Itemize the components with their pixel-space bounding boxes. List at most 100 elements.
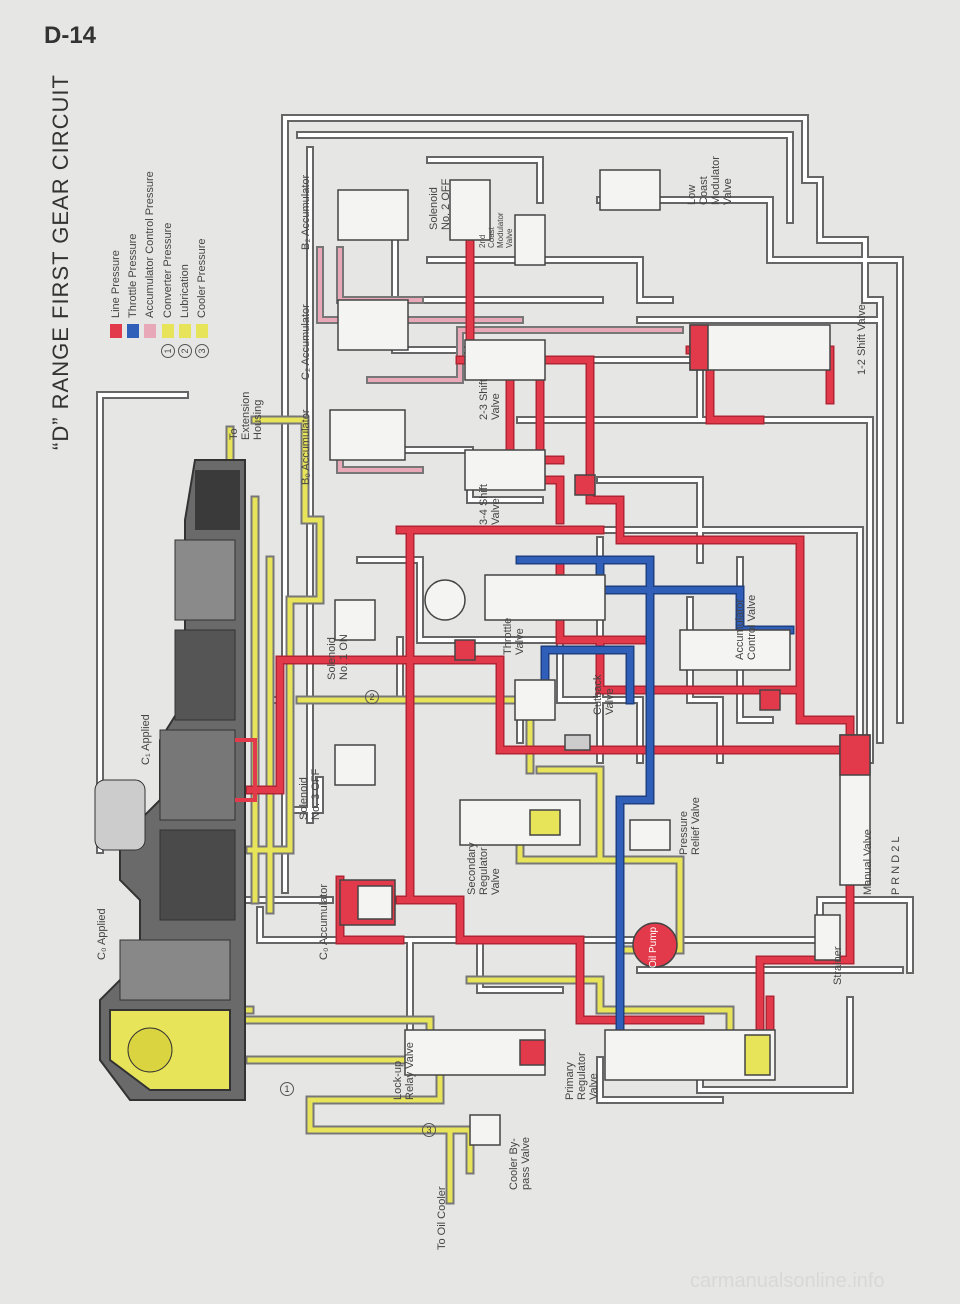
label-c0-applied: C₀ Applied [96, 908, 108, 960]
2-3-shift-valve [464, 339, 546, 381]
label-secondary-b: Regulator [478, 847, 490, 895]
legend-swatch [179, 324, 191, 338]
legend-label: Line Pressure [110, 250, 122, 318]
label-to-oil-cooler: To Oil Cooler [436, 1186, 448, 1250]
legend-number: 1 [161, 344, 175, 358]
label-solenoid3-b: No. 3 OFF [310, 768, 322, 820]
legend-item: 1 Converter Pressure [161, 223, 175, 358]
3-4-shift-valve [464, 449, 546, 491]
label-shift23-a: 2-3 Shift [478, 379, 490, 420]
label-secondary-c: Valve [490, 868, 502, 895]
label-low-d: Valve [722, 178, 734, 205]
legend-swatch [110, 324, 122, 338]
label-c2-accumulator: C₂ Accumulator [300, 304, 312, 380]
circle-1: 1 [280, 1082, 294, 1096]
label-coast-b: Coast [487, 227, 496, 248]
legend-label: Throttle Pressure [127, 233, 139, 318]
legend-swatch [196, 324, 208, 338]
label-strainer: Strainer [832, 946, 844, 985]
valves [334, 169, 871, 1146]
legend-swatch [162, 324, 174, 338]
accumulators [329, 189, 409, 926]
secondary-regulator-valve [459, 799, 581, 846]
label-b2-accumulator: B₂ Accumulator [300, 174, 312, 250]
label-c1-applied: C₁ Applied [140, 714, 152, 765]
strainer [814, 914, 841, 961]
label-acc-ctrl-a: Accumulator [734, 598, 746, 660]
legend-item: 3 Cooler Pressure [195, 239, 209, 358]
legend-swatch [144, 324, 156, 338]
label-manual-positions: P R N D 2 L [890, 836, 902, 896]
label-cutback-a: Cutback [592, 674, 604, 715]
pressure-relief-valve [629, 819, 671, 851]
label-relief-a: Pressure [678, 810, 690, 855]
label-secondary-a: Secondary [466, 842, 478, 895]
label-solenoid1-a: Solenoid [326, 637, 338, 680]
label-primary-a: Primary [564, 1062, 576, 1100]
legend-item: 2 Lubrication [178, 264, 192, 358]
label-oil-pump: Oil Pump [648, 926, 659, 968]
label-shift34-a: 3-4 Shift [478, 484, 490, 525]
legend-swatch [127, 324, 139, 338]
legend-item: Throttle Pressure [127, 234, 139, 358]
label-cooler-bypass-a: Cooler By- [508, 1138, 520, 1190]
watermark: carmanualsonline.info [690, 1270, 885, 1292]
label-shift23-b: Valve [490, 393, 502, 420]
label-relief-b: Relief Valve [690, 797, 702, 855]
circle-3: 3 [422, 1123, 436, 1137]
label-low-c: Modulator [710, 156, 722, 205]
b2-accumulator [337, 189, 409, 241]
label-primary-b: Regulator [576, 1052, 588, 1100]
legend-item: Line Pressure [110, 250, 122, 358]
label-b0-accumulator: B₀ Accumulator [300, 409, 312, 486]
legend-label: Cooler Pressure [196, 238, 208, 318]
legend-item: Accumulator Control Pressure [144, 171, 156, 358]
cutback-valve [514, 679, 556, 721]
label-throttle-a: Throttle [502, 617, 514, 655]
label-lockup-b: Relay Valve [404, 1042, 416, 1100]
solenoid-no2 [449, 179, 491, 241]
legend-label: Converter Pressure [162, 222, 174, 318]
label-solenoid3-a: Solenoid [298, 777, 310, 820]
accumulator-control-valve [679, 629, 791, 671]
low-coast-modulator-valve [599, 169, 661, 211]
label-to: To [228, 428, 240, 440]
legend-label: Accumulator Control Pressure [144, 171, 156, 318]
label-housing: Housing [252, 399, 264, 440]
label-low-b: Coast [698, 176, 710, 205]
label-coast-c: Modulator [496, 212, 505, 248]
label-low-a: Low [686, 184, 698, 205]
label-extension: Extension [240, 391, 252, 440]
legend-label: Lubrication [179, 264, 191, 318]
label-coast-a: 2nd [478, 234, 487, 248]
label-manual-valve: Manual Valve [862, 829, 874, 895]
label-solenoid2-a: Solenoid [428, 187, 440, 230]
solenoid-no3 [334, 744, 376, 786]
oil-pump [632, 922, 678, 968]
label-1-2-shift-valve: 1-2 Shift Valve [856, 304, 868, 375]
label-primary-c: Valve [588, 1073, 600, 1100]
2nd-coast-modulator-valve [514, 214, 546, 266]
label-lockup-a: Lock-up [392, 1060, 404, 1100]
c2-accumulator [337, 299, 409, 351]
b0-accumulator [329, 409, 406, 461]
transmission-cross-section [94, 459, 257, 1101]
page-number: D-14 [44, 22, 97, 49]
label-cooler-bypass-b: pass Valve [520, 1137, 532, 1190]
throttle-cam [424, 579, 466, 621]
label-c0-accumulator: C₀ Accumulator [318, 883, 330, 960]
legend-number: 3 [195, 344, 209, 358]
circle-2: 2 [365, 690, 379, 704]
label-cutback-b: Valve [604, 688, 616, 715]
label-acc-ctrl-b: Control Valve [746, 594, 758, 660]
label-throttle-b: Valve [514, 628, 526, 655]
label-solenoid2-b: No. 2 OFF [440, 178, 452, 230]
1-2-shift-valve [689, 324, 831, 371]
label-coast-d: Valve [505, 228, 514, 248]
legend-number: 2 [178, 344, 192, 358]
solenoid-no1 [334, 599, 376, 641]
diagram-title: “D” RANGE FIRST GEAR CIRCUIT [48, 74, 73, 450]
throttle-valve [484, 574, 606, 621]
label-solenoid1-b: No. 1 ON [338, 634, 350, 680]
